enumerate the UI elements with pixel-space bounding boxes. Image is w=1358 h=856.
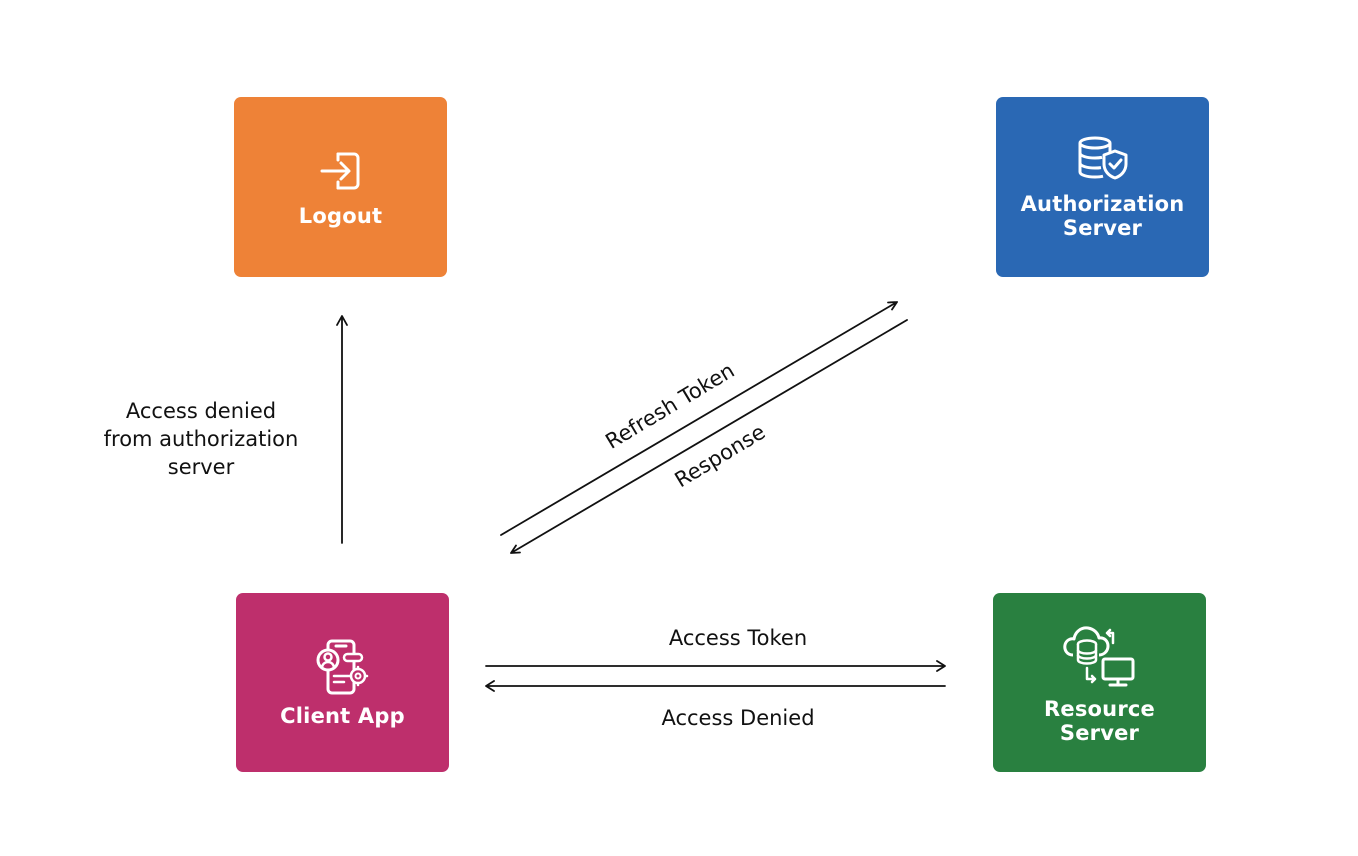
mobile-user-gear-icon <box>316 639 368 694</box>
logout-label: Logout <box>298 204 383 228</box>
logout-node: Logout <box>234 97 447 277</box>
access-denied-label: Access Denied <box>661 706 815 730</box>
resource-server-node: Resource Server <box>993 593 1206 772</box>
client-app-label: Client App <box>280 703 405 728</box>
authorization-server-node: Authorization Server <box>996 97 1209 277</box>
database-shield-icon <box>1078 136 1127 180</box>
access-denied-auth-label: Access denied from authorization server <box>103 399 299 479</box>
authorization-server-label: Authorization Server <box>1020 192 1185 240</box>
access-token-arrow <box>485 660 946 672</box>
client-app-node: Client App <box>236 593 449 772</box>
refresh-token-arrow <box>500 301 898 536</box>
access-token-label: Access Token <box>668 626 808 650</box>
access-denied-arrow <box>485 680 946 692</box>
access-denied-auth-arrow <box>336 315 348 544</box>
response-arrow <box>510 319 908 554</box>
resource-server-label: Resource Server <box>1044 696 1155 745</box>
cloud-database-monitor-icon <box>1062 625 1134 686</box>
login-arrow-icon <box>320 152 359 190</box>
